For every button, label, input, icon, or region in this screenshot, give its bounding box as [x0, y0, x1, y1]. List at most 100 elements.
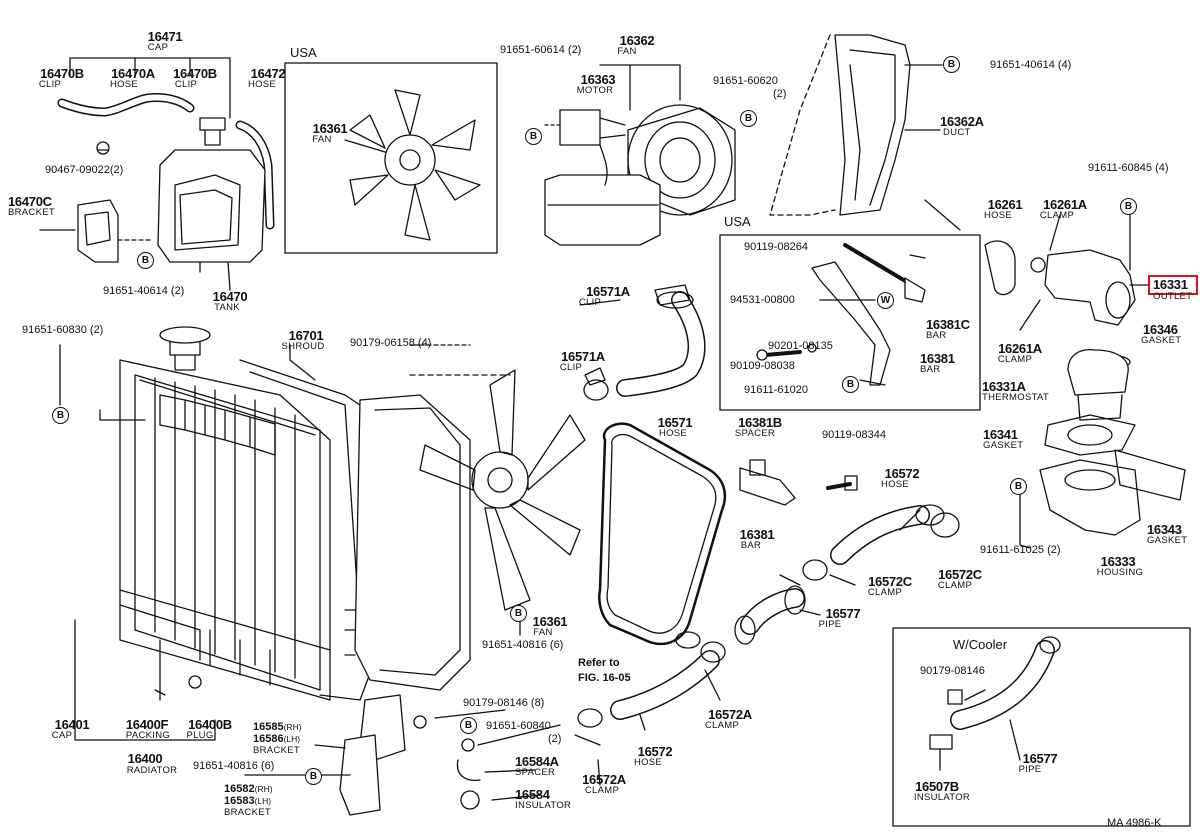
- part-name: BAR: [926, 330, 947, 341]
- b-mark: B: [137, 252, 154, 269]
- highlighted-part-number[interactable]: 16331: [1153, 277, 1188, 292]
- part-name: HOSE: [983, 210, 1013, 221]
- part-number: 16362: [619, 33, 655, 48]
- usa-fan-drawing: [284, 62, 498, 254]
- part-name: RADIATOR: [126, 765, 178, 776]
- part-number: 16400B: [188, 717, 232, 732]
- part-number: 16572C: [868, 574, 912, 589]
- part-number: 16571: [657, 415, 693, 430]
- part-number: 16381: [920, 351, 955, 366]
- part-number: 16470B: [173, 66, 217, 81]
- radiator-drawing: [74, 326, 376, 741]
- part-number: 90201-08135: [768, 340, 833, 352]
- part-number: 91651-40614 (4): [990, 59, 1072, 71]
- refer-note: Refer to: [578, 657, 620, 669]
- b-mark: B: [842, 376, 859, 393]
- part-number: 16346: [1143, 322, 1178, 337]
- part-number: 16571A: [561, 349, 605, 364]
- part-name: CLIP: [578, 297, 602, 308]
- part-name: PIPE: [1018, 764, 1042, 775]
- part-name: BRACKET: [253, 745, 300, 756]
- fan-motor-drawing: [544, 64, 736, 246]
- part-number: 91651-40614 (2): [103, 285, 185, 297]
- part-name: CLAMP: [997, 354, 1033, 365]
- part-number: 16401: [54, 717, 90, 732]
- box-title: USA: [724, 214, 751, 229]
- part-number: 94531-00800: [730, 294, 795, 306]
- box-title: W/Cooler: [952, 637, 1008, 652]
- b-mark: B: [1010, 478, 1027, 495]
- b-mark: B: [943, 56, 960, 73]
- part-number: 16261A: [1043, 197, 1087, 212]
- part-qty: (2): [773, 88, 787, 100]
- part-number: 91651-60840: [486, 720, 551, 732]
- page-code: MA 4986-K: [1107, 817, 1162, 829]
- hoses-drawing: [574, 284, 960, 746]
- b-mark: B: [460, 717, 477, 734]
- part-number: 16584A: [515, 754, 559, 769]
- part-number: 16381: [739, 527, 775, 542]
- part-name: CLAMP: [704, 720, 740, 731]
- part-number: 16583(LH): [224, 795, 272, 807]
- part-name: OUTLET: [1153, 291, 1193, 302]
- part-number: 16261: [987, 197, 1023, 212]
- part-name: FAN: [312, 134, 332, 145]
- part-name: HOSE: [880, 479, 910, 490]
- part-number: 16333: [1100, 554, 1136, 569]
- part-name: SPACER: [734, 428, 776, 439]
- part-name: SHROUD: [281, 341, 325, 352]
- part-name: HOSE: [633, 757, 663, 768]
- part-number: 16572A: [582, 772, 626, 787]
- b-mark: B: [52, 407, 69, 424]
- part-name: GASKET: [983, 440, 1024, 451]
- part-name: BAR: [920, 364, 941, 375]
- part-number: 16586(LH): [253, 733, 301, 745]
- part-number: 16582(RH): [224, 783, 273, 795]
- refer-note: FIG. 16-05: [578, 672, 631, 684]
- part-number: 16470: [212, 289, 248, 304]
- part-name: CLIP: [38, 79, 62, 90]
- part-number: 16572C: [938, 567, 982, 582]
- part-name: CLAMP: [937, 580, 973, 591]
- cooler-drawing: [892, 627, 1191, 827]
- part-number: 16571A: [586, 284, 630, 299]
- part-name: TANK: [214, 302, 240, 313]
- part-number: 16701: [288, 328, 324, 343]
- part-number: 91651-60830 (2): [22, 324, 104, 336]
- part-qty: (2): [548, 733, 562, 745]
- part-name: BAR: [740, 540, 762, 551]
- part-name: DUCT: [943, 127, 971, 138]
- part-number: 16363: [580, 72, 616, 87]
- engine-fan-drawing: [354, 344, 586, 691]
- part-number: 90109-08038: [730, 360, 795, 372]
- part-number: 16362A: [940, 114, 984, 129]
- b-mark: B: [510, 605, 527, 622]
- part-number: 16331A: [982, 379, 1026, 394]
- part-number: 90119-08344: [822, 429, 887, 441]
- b-mark: B: [305, 768, 322, 785]
- part-number: 90467-09022(2): [45, 164, 124, 176]
- part-number: 16572A: [708, 707, 752, 722]
- part-name: HOUSING: [1096, 567, 1144, 578]
- part-number: 16470B: [40, 66, 84, 81]
- part-number: 16470C: [8, 194, 52, 209]
- part-name: FAN: [533, 627, 553, 638]
- part-number: 16381B: [738, 415, 782, 430]
- part-number: 91651-40816 (6): [482, 639, 564, 651]
- part-name: INSULATOR: [515, 800, 572, 811]
- part-number: 16584: [515, 787, 550, 802]
- part-name: CAP: [147, 42, 169, 53]
- part-name: PLUG: [186, 730, 214, 741]
- part-name: PIPE: [818, 619, 842, 630]
- part-number: 16400: [127, 751, 163, 766]
- b-mark: B: [1120, 198, 1137, 215]
- part-name: CLIP: [559, 362, 583, 373]
- part-number: 90179-08146 (8): [463, 697, 545, 709]
- highlight-box[interactable]: [1148, 275, 1198, 295]
- part-number: 16361: [532, 614, 568, 629]
- part-number: 16585(RH): [253, 721, 302, 733]
- part-number: 16381C: [926, 317, 970, 332]
- part-number: 90179-06158 (4): [350, 337, 432, 349]
